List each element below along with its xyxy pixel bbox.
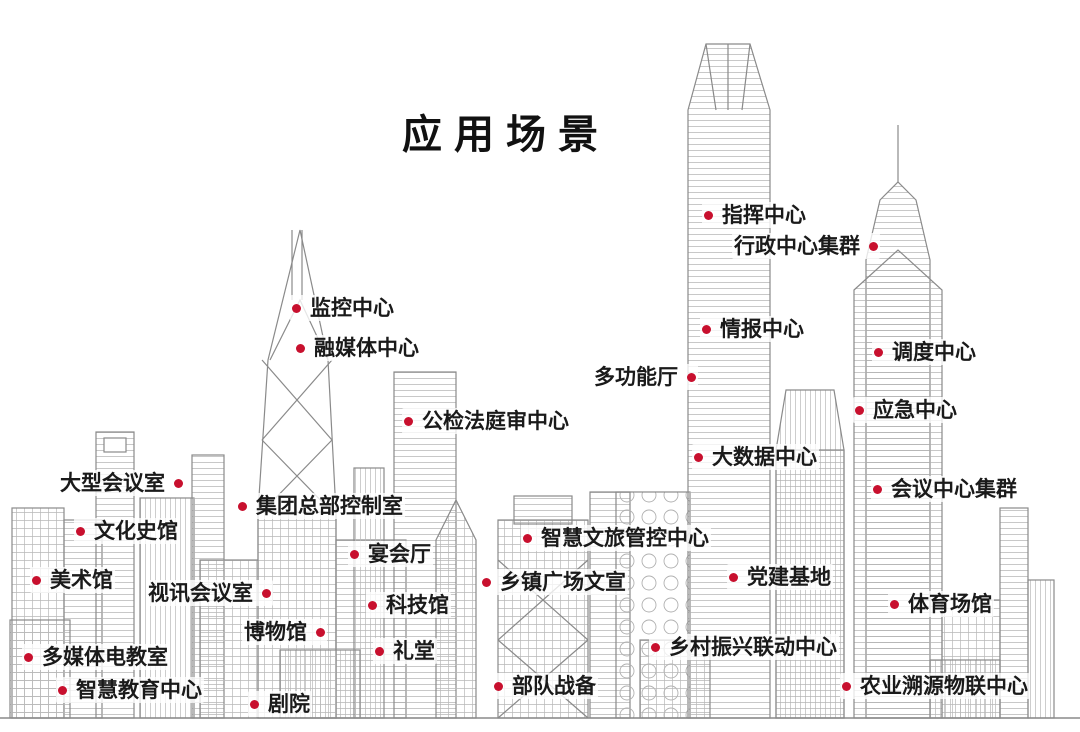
label-text: 剧院 [268,692,310,716]
marker-dot [368,600,377,610]
label-dashuju-zhongxin: 大数据中心 [692,444,819,470]
label-gongjianfa-tingshen-zhongxin: 公检法庭审中心 [402,408,571,434]
label-duomeiti-dianjiaoshi: 多媒体电教室 [22,644,170,670]
label-jituan-zongbu-kongzhishi: 集团总部控制室 [236,493,405,519]
marker-dot [842,681,851,691]
label-duogongneng-ting: 多功能厅 [592,364,698,390]
marker-dot [238,501,247,511]
label-text: 体育场馆 [908,592,992,616]
marker-dot [873,484,882,494]
marker-dot [729,572,738,582]
label-text: 大数据中心 [712,445,817,469]
label-text: 公检法庭审中心 [422,409,569,433]
label-xingzheng-zhongxin-jiqun: 行政中心集群 [732,233,880,259]
label-huiyi-zhongxin-jiqun: 会议中心集群 [871,476,1019,502]
label-zhihui-wenlv-guankong-zhongxin: 智慧文旅管控中心 [521,525,711,551]
marker-dot [482,577,491,587]
label-jiankong-zhongxin: 监控中心 [290,295,396,321]
marker-dot [24,652,33,662]
marker-dot [702,324,711,334]
label-juyuan: 剧院 [248,691,312,717]
label-qingbao-zhongxin: 情报中心 [700,316,806,342]
marker-dot [350,549,359,559]
marker-dot [687,372,696,382]
marker-dot [76,526,85,536]
page-title: 应用场景 [402,112,610,158]
marker-dot [523,533,532,543]
label-text: 应急中心 [873,398,957,422]
label-text: 指挥中心 [722,203,806,227]
label-text: 大型会议室 [60,471,165,495]
marker-dot [855,405,864,415]
label-dangjian-jidi: 党建基地 [727,564,833,590]
label-shixun-huiyishi: 视讯会议室 [146,580,273,606]
marker-dot [292,303,301,313]
label-yanhui-ting: 宴会厅 [348,541,433,567]
marker-dot [174,478,183,488]
label-text: 美术馆 [50,568,113,592]
label-text: 礼堂 [393,639,435,663]
label-xiangcun-zhenxing-liandong-zhongxin: 乡村振兴联动中心 [649,634,839,660]
marker-dot [58,685,67,695]
label-bowu-guan: 博物馆 [242,619,327,645]
marker-dot [250,699,259,709]
label-keji-guan: 科技馆 [366,592,451,618]
label-text: 视讯会议室 [148,581,253,605]
marker-dot [316,627,325,637]
label-litang: 礼堂 [373,638,437,664]
marker-dot [874,347,883,357]
marker-dot [32,575,41,585]
label-meishu-guan: 美术馆 [30,567,115,593]
marker-dot [869,241,878,251]
label-daxing-huiyishi: 大型会议室 [58,470,185,496]
label-zhihui-jiaoyu-zhongxin: 智慧教育中心 [56,677,204,703]
label-nongye-suyuan-wulian-zhongxin: 农业溯源物联中心 [840,673,1030,699]
label-text: 农业溯源物联中心 [860,674,1028,698]
label-text: 党建基地 [747,565,831,589]
marker-dot [890,599,899,609]
label-text: 情报中心 [720,317,804,341]
label-text: 智慧教育中心 [76,678,202,702]
label-text: 科技馆 [386,593,449,617]
label-text: 乡村振兴联动中心 [669,635,837,659]
label-text: 宴会厅 [368,542,431,566]
label-text: 多功能厅 [594,365,678,389]
label-text: 智慧文旅管控中心 [541,526,709,550]
marker-dot [494,681,503,691]
marker-dot [651,642,660,652]
label-text: 集团总部控制室 [256,494,403,518]
label-text: 调度中心 [892,340,976,364]
label-text: 监控中心 [310,296,394,320]
label-wenhua-shiguan: 文化史馆 [74,518,180,544]
marker-dot [375,646,384,656]
label-xiangzhen-guangchang-wenxuan: 乡镇广场文宣 [480,569,628,595]
marker-dot [262,588,271,598]
label-budui-zhanbei: 部队战备 [492,673,598,699]
label-diaodu-zhongxin: 调度中心 [872,339,978,365]
label-zhihui-zhongxin: 指挥中心 [702,202,808,228]
label-text: 多媒体电教室 [42,645,168,669]
marker-dot [296,343,305,353]
label-text: 博物馆 [244,620,307,644]
marker-dot [704,210,713,220]
label-text: 部队战备 [512,674,596,698]
label-text: 文化史馆 [94,519,178,543]
marker-dot [694,452,703,462]
label-text: 融媒体中心 [314,336,419,360]
label-text: 乡镇广场文宣 [500,570,626,594]
marker-dot [404,416,413,426]
label-text: 会议中心集群 [891,477,1017,501]
label-rongmeiti-zhongxin: 融媒体中心 [294,335,421,361]
label-tiyu-changguan: 体育场馆 [888,591,994,617]
label-yingji-zhongxin: 应急中心 [853,397,959,423]
label-text: 行政中心集群 [734,234,860,258]
